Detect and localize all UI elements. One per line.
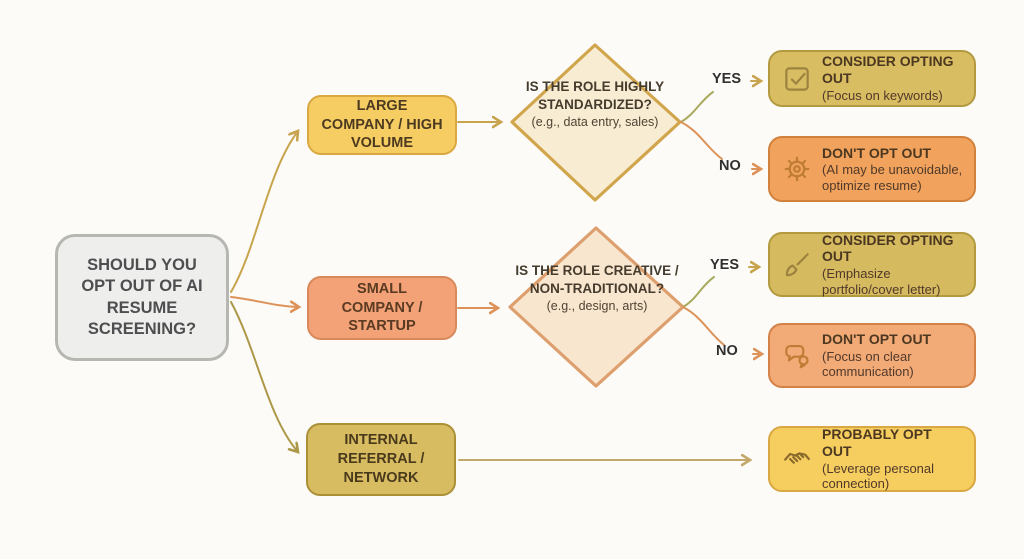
outcome-title: CONSIDER OPTING OUT	[822, 53, 954, 87]
decision-question: IS THE ROLE HIGHLY STANDARDIZED?	[525, 79, 665, 112]
outcome-title: CONSIDER OPTING OUT	[822, 231, 954, 265]
outcome-title: PROBABLY OPT OUT	[822, 426, 932, 459]
outcome-dont-opt-out-optimize: DON'T OPT OUT (AI may be unavoidable, op…	[768, 136, 976, 202]
root-node: SHOULD YOU OPT OUT OF AI RESUME SCREENIN…	[55, 234, 229, 361]
outcome-subtitle: (Focus on clear communication)	[822, 348, 914, 380]
connector-diamond1-no	[680, 121, 723, 160]
yes-label-creative: YES	[710, 257, 740, 273]
outcome-subtitle: (Emphasize portfolio/cover letter)	[822, 266, 941, 297]
check-square-icon	[782, 64, 812, 94]
decision-diamond-creative: IS THE ROLE CREATIVE / NON-TRADITIONAL? …	[514, 262, 680, 315]
decision-question: IS THE ROLE CREATIVE / NON-TRADITIONAL?	[515, 263, 679, 296]
branch-node-small-company: SMALL COMPANY / STARTUP	[307, 276, 457, 340]
branch-node-large-company: LARGE COMPANY / HIGH VOLUME	[307, 95, 457, 155]
decision-diamond-standardized: IS THE ROLE HIGHLY STANDARDIZED? (e.g., …	[517, 78, 673, 131]
connector-root-to-small-company	[230, 296, 299, 307]
yes-label-standardized: YES	[712, 71, 742, 87]
outcome-title: DON'T OPT OUT	[822, 331, 932, 347]
connector-diamond2-no	[682, 306, 725, 346]
connector-root-to-large-company	[230, 131, 298, 293]
no-label-standardized: NO	[719, 158, 741, 174]
handshake-icon	[782, 444, 812, 474]
outcome-consider-opting-out-portfolio: CONSIDER OPTING OUT (Emphasize portfolio…	[768, 232, 976, 297]
outcome-probably-opt-out: PROBABLY OPT OUT (Leverage personal conn…	[768, 426, 976, 492]
no-label-creative: NO	[716, 343, 738, 359]
connector-diamond1-yes	[680, 91, 714, 123]
outcome-subtitle: (Leverage personal connection)	[822, 460, 935, 492]
outcome-title: DON'T OPT OUT	[822, 144, 932, 161]
connector-root-to-internal-referral	[230, 301, 298, 452]
branch-node-internal-referral: INTERNAL REFERRAL / NETWORK	[306, 423, 456, 496]
outcome-subtitle: (AI may be unavoidable, optimize resume)	[822, 162, 963, 193]
gear-icon	[782, 154, 812, 184]
decision-example: (e.g., data entry, sales)	[531, 115, 659, 130]
outcome-consider-opting-out-keywords: CONSIDER OPTING OUT (Focus on keywords)	[768, 50, 976, 107]
connector-diamond2-yes	[682, 276, 715, 308]
outcome-dont-opt-out-communication: DON'T OPT OUT (Focus on clear communicat…	[768, 323, 976, 388]
chat-bubbles-icon	[782, 341, 812, 371]
decision-example: (e.g., design, arts)	[546, 299, 648, 314]
outcome-subtitle: (Focus on keywords)	[822, 88, 943, 103]
paintbrush-icon	[782, 250, 812, 280]
